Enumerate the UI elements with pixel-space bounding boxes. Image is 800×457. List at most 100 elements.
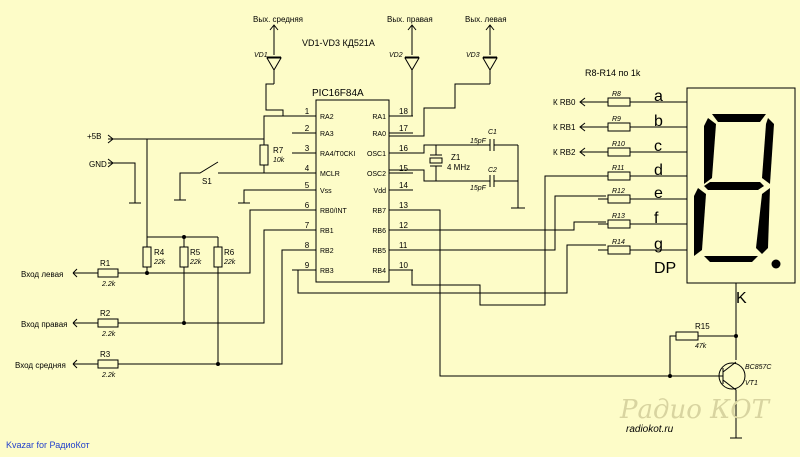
wire-osc-gnd <box>511 145 525 209</box>
pin-name: OSC2 <box>367 171 386 178</box>
arrow-in-mid <box>72 359 78 369</box>
pin-number: 6 <box>305 201 310 210</box>
wire-rb6-f <box>389 221 606 231</box>
segment-letter: d <box>654 162 663 179</box>
label-z1: Z1 <box>451 153 461 162</box>
label-vt: BC857C <box>745 364 772 371</box>
seven-segment-display: K <box>686 87 796 360</box>
pin-name: RB5 <box>372 248 386 255</box>
resistor-r4 <box>142 246 152 268</box>
resistor-r2 <box>97 318 119 328</box>
resistor-label: R12 <box>612 188 625 195</box>
chip-left-pins: 1RA22RA33RA4/T0CKI4MCLR5Vss6RB0/INT7RB18… <box>292 107 355 275</box>
resistor-label: R13 <box>612 213 625 220</box>
resistor-segment <box>607 245 631 255</box>
label-r4v: 22k <box>153 259 166 266</box>
label-r2v: 2.2k <box>101 331 116 338</box>
label-r-note: R8-R14 по 1k <box>585 68 641 78</box>
pin-name: RA0 <box>372 131 386 138</box>
resistor-label: R14 <box>612 239 625 246</box>
label-s1: S1 <box>202 177 212 186</box>
segment-letter: c <box>654 138 662 155</box>
power-section: +5В GND R7 10k S1 <box>87 115 316 237</box>
wire-r15 <box>669 335 736 376</box>
resistor-r7 <box>259 144 269 166</box>
label-r1v: 2.2k <box>101 281 116 288</box>
label-c1: C1 <box>488 129 497 136</box>
pin-number: 17 <box>399 124 408 133</box>
capacitor-c1 <box>489 139 518 151</box>
pin-number: 10 <box>399 261 408 270</box>
label-r4: R4 <box>154 248 165 257</box>
resistor-r5 <box>179 246 189 268</box>
wire-rb4-f <box>389 225 606 285</box>
label-out-left: Вых. левая <box>465 15 507 24</box>
label-r5v: 22k <box>189 259 202 266</box>
transistor-vt1 <box>718 362 746 390</box>
resistor-label: R9 <box>612 116 621 123</box>
credit-text: Kvazar for РадиоКот <box>6 440 90 450</box>
pin-number: 14 <box>399 181 408 190</box>
arrow-out-right <box>407 24 417 55</box>
segment-c <box>756 188 770 254</box>
pin-number: 5 <box>305 181 310 190</box>
pin-name: Vss <box>320 188 332 195</box>
resistor-segment <box>607 194 631 204</box>
transistor-leads <box>722 361 742 439</box>
label-in-right: Вход правая <box>21 320 68 329</box>
arrow-segment-src <box>579 147 608 157</box>
pin-name: RA1 <box>372 114 386 121</box>
pin-number: 2 <box>305 124 310 133</box>
segment-dp <box>771 259 781 269</box>
wire-in-right <box>73 267 185 324</box>
label-vd2: VD2 <box>389 52 403 59</box>
label-out-mid: Вых. средняя <box>253 15 303 24</box>
pin-name: RA3 <box>320 131 334 138</box>
pin-number: 13 <box>399 201 408 210</box>
label-gnd: GND <box>89 160 107 169</box>
pin-name: OSC1 <box>367 151 386 158</box>
pin-number: 1 <box>305 107 310 116</box>
resistor-segment <box>607 171 631 181</box>
label-r5: R5 <box>190 248 201 257</box>
pin-name: RB6 <box>372 228 386 235</box>
label-r2: R2 <box>100 309 111 318</box>
resistor-r3 <box>97 359 119 369</box>
segment-e <box>694 188 706 256</box>
diode-vd1 <box>266 56 282 84</box>
resistor-label: R8 <box>612 91 621 98</box>
pin-number: 7 <box>305 221 310 230</box>
label-k: K <box>736 290 747 307</box>
pic-chip: PIC16F84A 1RA22RA33RA4/T0CKI4MCLR5Vss6RB… <box>292 88 413 283</box>
wire-rb5-e <box>389 195 606 251</box>
label-vd3: VD3 <box>466 52 480 59</box>
arrow-out-mid <box>269 24 279 55</box>
wire-vd3-ra0 <box>389 83 490 137</box>
pin-number: 11 <box>399 241 408 250</box>
wire-rb4-d <box>389 175 606 306</box>
segment-letter: g <box>654 236 663 253</box>
label-r3: R3 <box>100 350 111 359</box>
pin-number: 3 <box>305 144 310 153</box>
segment-source-label: К RB1 <box>553 123 576 132</box>
crystal-z1 <box>429 145 443 181</box>
segment-letter: e <box>654 185 663 202</box>
label-r6: R6 <box>224 248 235 257</box>
label-z1v: 4 MHz <box>447 163 470 172</box>
diode-vd2 <box>404 56 420 108</box>
wire-rb2 <box>218 249 316 365</box>
wire-in-mid <box>73 267 219 365</box>
resistor-segment <box>607 147 631 157</box>
resistor-segment <box>607 97 631 107</box>
junction <box>734 334 738 338</box>
label-r15v: 47k <box>695 343 707 350</box>
wire-osc2 <box>389 169 490 182</box>
transistor-section: R15 47k BC857C VT1 <box>668 322 772 439</box>
wire-rb7-base <box>389 209 723 377</box>
segment-d <box>704 256 758 262</box>
chip-title: PIC16F84A <box>312 88 364 99</box>
switch-s1 <box>174 161 264 201</box>
segment-source-label: К RB2 <box>553 148 576 157</box>
